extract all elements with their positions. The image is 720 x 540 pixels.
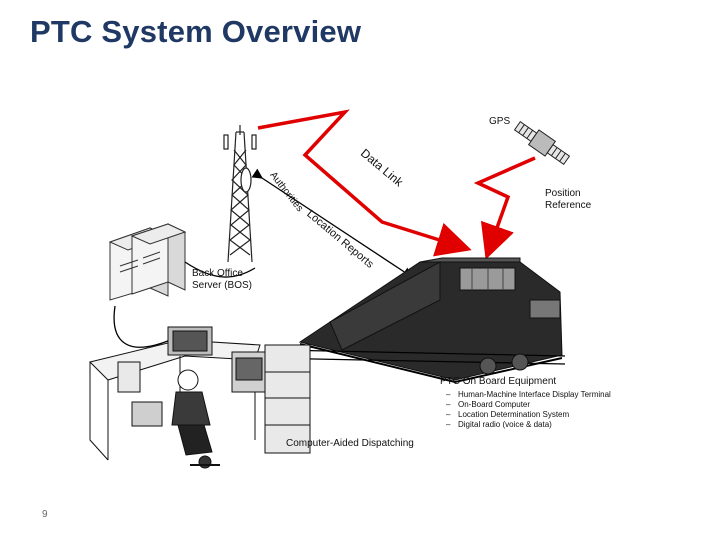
bos-to-cad-link xyxy=(113,305,176,348)
cad-label: Computer-Aided Dispatching xyxy=(286,438,414,449)
list-item: On-Board Computer xyxy=(446,400,616,410)
satellite-icon xyxy=(513,121,571,165)
radio-tower-icon xyxy=(223,125,257,263)
dispatcher-desk-icon xyxy=(89,326,311,469)
gps-signal xyxy=(473,156,536,260)
back-office-label: Back Office Server (BOS) xyxy=(192,268,253,291)
page-number: 9 xyxy=(42,509,48,520)
slide-title: PTC System Overview xyxy=(30,14,362,49)
data-link-signal xyxy=(257,109,472,257)
locomotive-icon xyxy=(264,257,566,384)
onboard-title: PTC On Board Equipment xyxy=(440,376,557,387)
list-item: Digital radio (voice & data) xyxy=(446,420,616,430)
onboard-equipment-list: Human-Machine Interface Display Terminal… xyxy=(446,390,616,430)
list-item: Human-Machine Interface Display Terminal xyxy=(446,390,616,400)
bos-to-tower-link xyxy=(184,261,256,278)
server-icon xyxy=(108,223,187,301)
list-item: Location Determination System xyxy=(446,410,616,420)
gps-label: GPS xyxy=(489,116,511,127)
position-reference-label: Position Reference xyxy=(545,188,592,211)
authorities-reports-arrow xyxy=(251,168,414,278)
